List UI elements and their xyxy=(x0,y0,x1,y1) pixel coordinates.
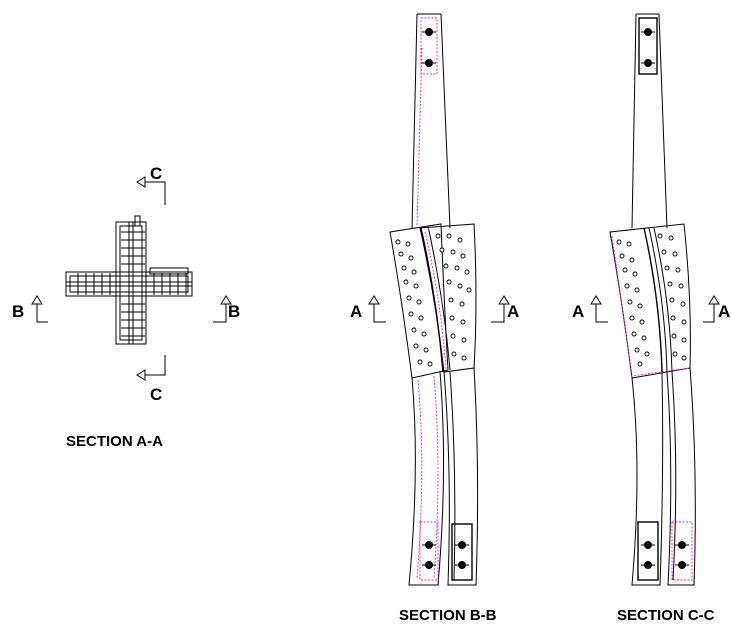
section-marker-c-bottom: C xyxy=(136,355,166,404)
section-marker-b-right: B xyxy=(213,295,240,323)
section-b-holes xyxy=(395,233,472,367)
section-marker-b-left: B xyxy=(12,295,48,323)
label-b-right: B xyxy=(228,302,240,321)
section-b-b-title: SECTION B-B xyxy=(399,607,497,624)
section-a-a-title: SECTION A-A xyxy=(66,433,163,450)
section-marker-c-top: C xyxy=(136,164,166,205)
section-marker-a-right-1: A xyxy=(491,295,519,323)
section-c-holes xyxy=(616,233,687,367)
label-c-top: C xyxy=(150,164,162,183)
section-marker-a-left-2: A xyxy=(572,295,608,323)
label-a-right-1: A xyxy=(507,302,519,321)
section-a-rebar-hatch xyxy=(77,231,187,337)
section-b-b-view xyxy=(389,13,479,586)
section-a-a-view xyxy=(65,215,193,345)
label-a-left-1: A xyxy=(350,302,362,321)
section-c-c-view xyxy=(609,13,696,586)
label-c-bottom: C xyxy=(150,385,162,404)
label-b-left: B xyxy=(12,302,24,321)
section-c-c-title: SECTION C-C xyxy=(617,607,715,624)
section-marker-a-left-1: A xyxy=(350,295,386,323)
section-marker-a-right-2: A xyxy=(703,295,730,323)
label-a-right-2: A xyxy=(718,302,730,321)
label-a-left-2: A xyxy=(572,302,584,321)
